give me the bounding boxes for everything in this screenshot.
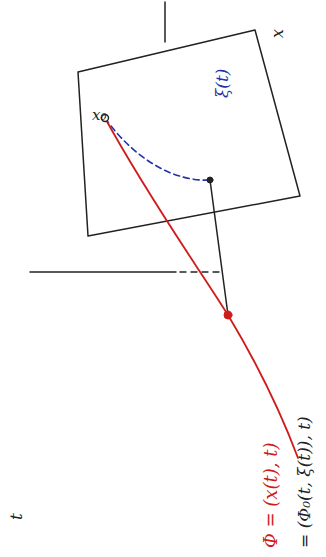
axis-label: x	[270, 29, 286, 38]
curve-label: Φ = (x(t), t)	[262, 443, 280, 548]
path-label: ξ(t)	[214, 69, 231, 98]
axis-label: t	[8, 513, 25, 520]
formula-label: = (Φ₀(t, ξ(t)), t)	[296, 416, 313, 548]
point-label: x₀	[92, 108, 106, 123]
